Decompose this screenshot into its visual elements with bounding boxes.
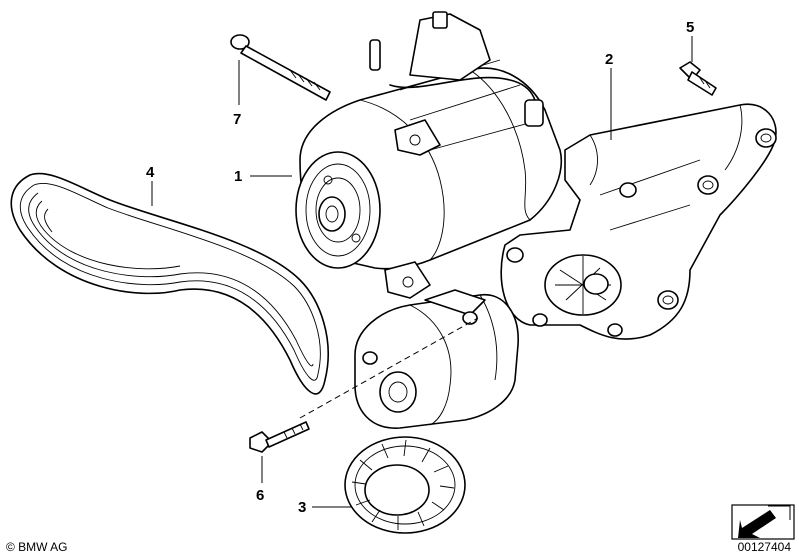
- mounting-bracket[interactable]: [500, 103, 777, 340]
- short-bolt[interactable]: [679, 61, 717, 96]
- long-bolt[interactable]: [230, 34, 331, 101]
- tensioner-bolt[interactable]: [249, 421, 310, 453]
- callout-1: 1: [234, 168, 242, 185]
- callout-5: 5: [686, 19, 694, 36]
- callout-2: 2: [605, 51, 613, 68]
- callout-4: 4: [146, 164, 155, 181]
- callout-6: 6: [256, 487, 264, 504]
- diagram-id: 00127404: [737, 540, 791, 554]
- drive-belt[interactable]: [10, 172, 329, 395]
- direction-arrow-icon: [731, 504, 795, 540]
- belt-tensioner[interactable]: [344, 289, 519, 534]
- mounting-axis-line: [299, 317, 479, 419]
- leader-lines: [151, 36, 693, 508]
- callout-7: 7: [233, 111, 241, 128]
- callout-3: 3: [298, 499, 306, 516]
- copyright-notice: © BMW AG: [6, 540, 68, 554]
- ac-compressor[interactable]: [295, 11, 562, 299]
